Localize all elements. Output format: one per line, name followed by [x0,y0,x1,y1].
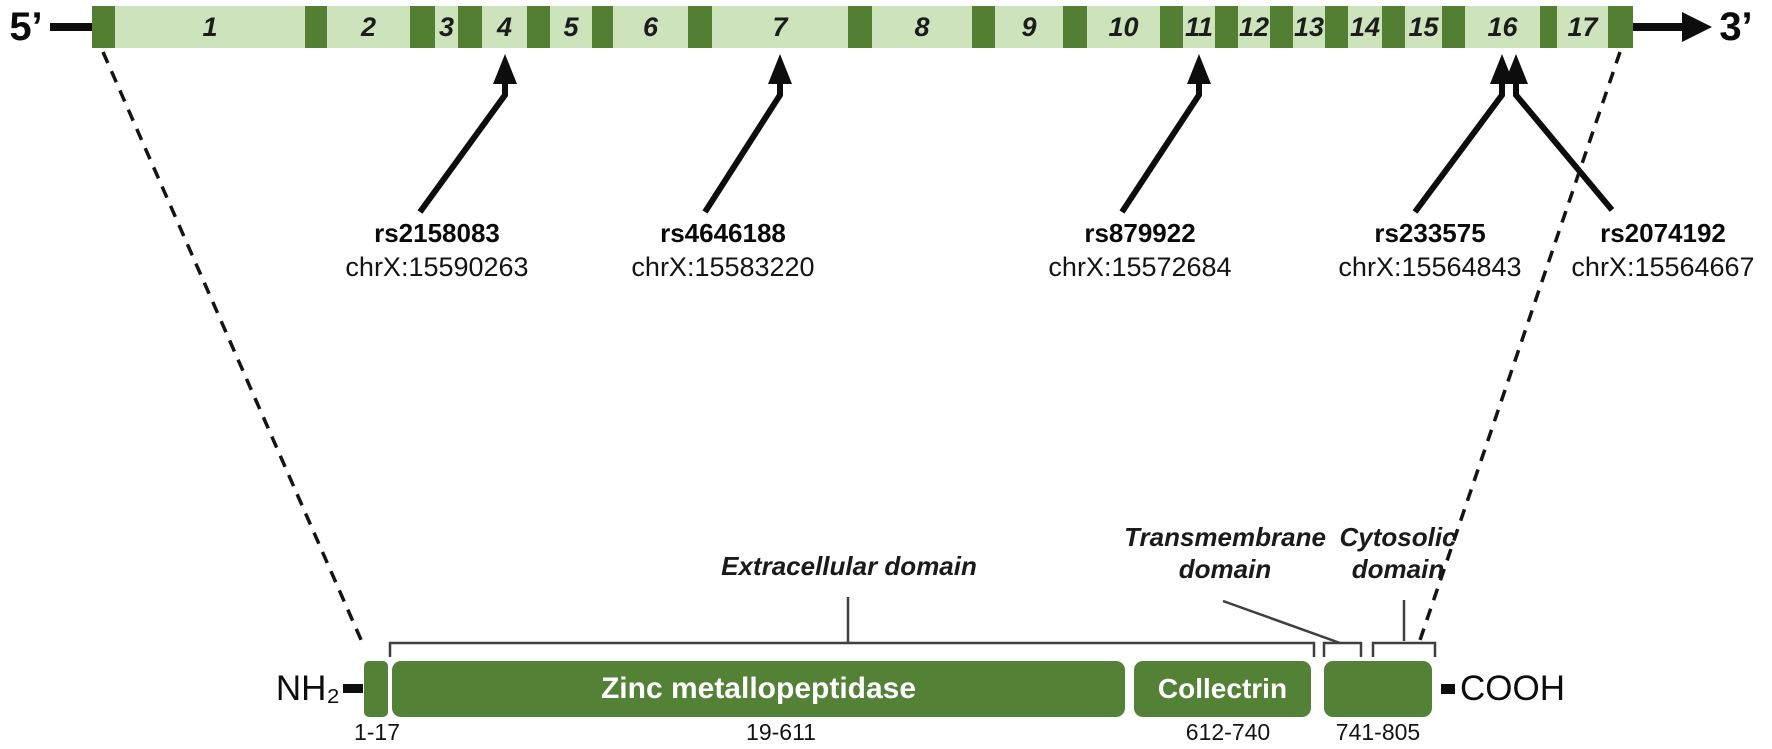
exon-number-label: 2 [360,11,377,42]
exon-number-label: 17 [1567,11,1598,42]
snp-locus: chrX:15590263 [345,252,529,282]
cterminal-range: 741-805 [1335,719,1421,745]
snp-locus: chrX:15564843 [1338,252,1522,282]
snp-arrow-rs879922 [1119,78,1202,214]
signal-peptide-range: 1-17 [353,719,401,745]
exon-separator-block [92,6,115,48]
n-terminus-label: NH₂ [275,669,340,708]
cytosolic-line2: domain [1351,554,1445,584]
exon-number-label: 7 [772,11,788,42]
three-prime-label: 3’ [1719,4,1753,49]
exon-separator-block [458,6,482,48]
cytosolic-bracket [1371,641,1437,657]
transmembrane-domain-label: Transmembrane domain [1124,521,1326,585]
exon-separator-block [1442,6,1465,48]
snp-arrow-rs2158083 [417,78,508,214]
snp-arrow-rs233575 [1412,78,1505,214]
arrowhead-icon [768,54,792,84]
snp-name: rs233575 [1374,218,1486,248]
exon-separator-block [1160,6,1183,48]
exon-separator-block [1382,6,1405,48]
exon-separator-block [688,6,712,48]
collectrin-range: 612-740 [1185,719,1271,745]
exon-separator-block [592,6,613,48]
collectrin-domain-box: Collectrin [1134,661,1311,717]
snp-name: rs2074192 [1600,218,1726,248]
transmembrane-pointer-line [1222,599,1341,645]
transmembrane-line1: Transmembrane [1124,522,1326,552]
arrowhead-icon [1504,54,1528,84]
exon-number-label: 9 [1021,11,1037,42]
snp-locus: chrX:15564667 [1571,252,1755,282]
n-terminus-tick [343,684,363,693]
arrowhead-icon [1490,54,1514,84]
arrowhead-icon [493,54,517,84]
dashed-connector-left [101,51,364,643]
exon-separator-block [972,6,995,48]
transmembrane-bracket [1322,641,1363,657]
snp-label: rs2158083 chrX:15590263 [345,216,528,284]
exon-separator-block [1540,6,1557,48]
c-terminus-label: COOH [1460,669,1565,708]
exon-number-label: 14 [1349,11,1381,42]
exon-separator-block [1215,6,1238,48]
exon-number-label: 11 [1184,11,1214,42]
zinc-range: 19-611 [746,719,816,745]
exon-number-label: 16 [1487,11,1518,42]
exon-number-label: 6 [642,11,659,42]
snp-arrow-rs4646188 [702,78,783,214]
snp-label: rs879922 chrX:15572684 [1048,216,1231,284]
exon-number-label: 4 [496,11,513,42]
extracellular-bracket [388,641,1316,657]
exon-number-label: 13 [1293,11,1325,42]
cytosolic-line1: Cytosolic [1339,522,1457,552]
signal-peptide-box [364,661,388,717]
arrowhead-icon [1187,54,1211,84]
exon-number-label: 3 [438,11,455,42]
cterminal-domain-box [1324,661,1432,717]
zinc-metallopeptidase-domain-box: Zinc metallopeptidase [392,661,1125,717]
snp-name: rs879922 [1084,218,1196,248]
exon-separator-block [1325,6,1348,48]
exon-separator-block [848,6,872,48]
exon-number-label: 10 [1108,11,1139,42]
snp-label: rs233575 chrX:15564843 [1338,216,1521,284]
snp-name: rs2158083 [374,218,500,248]
extracellular-domain-label: Extracellular domain [721,551,977,581]
exon-separator-block [410,6,435,48]
cytosolic-domain-label: Cytosolic domain [1339,521,1456,585]
exon-separator-block [1270,6,1293,48]
exon-separator-block [1608,6,1633,48]
snp-arrowheads [493,54,1528,84]
snp-locus: chrX:15583220 [631,252,815,282]
snp-name: rs4646188 [660,218,786,248]
snp-arrows [417,78,1615,214]
snp-label: rs4646188 chrX:15583220 [631,216,814,284]
transmembrane-line2: domain [1178,554,1272,584]
exon-separator-block [527,6,550,48]
snp-locus: chrX:15572684 [1048,252,1232,282]
exon-number-label: 12 [1238,11,1270,42]
exon-number-label: 8 [914,11,930,42]
exon-number-label: 5 [563,11,579,42]
exon-separator-block [1063,6,1087,48]
c-terminus-tick [1441,684,1455,694]
snp-arrow-rs2074192 [1513,78,1615,212]
exon-separator-block [305,6,327,48]
exon-number-label: 15 [1408,11,1439,42]
five-prime-label: 5’ [9,4,43,49]
snp-label: rs2074192 chrX:15564667 [1571,216,1754,284]
exon-number-label: 1 [202,11,218,42]
